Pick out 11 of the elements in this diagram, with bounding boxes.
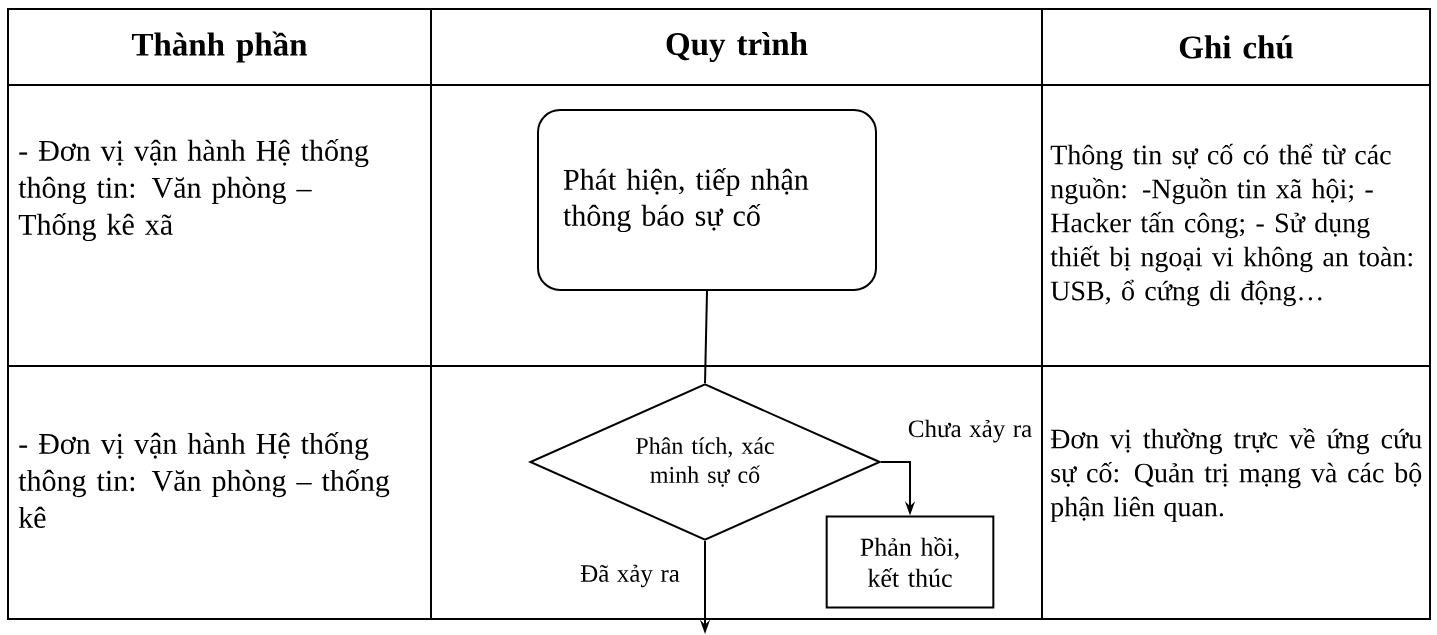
column-header: Quy trình — [666, 32, 808, 63]
edge-label: Chưa xảy ra — [905, 417, 1035, 445]
edge-label: Đã xảy ra — [578, 562, 682, 590]
table-text: - Đơn vị vận hành Hệ thống thông tin: Văn phòng – Thống kê xã — [18, 138, 369, 242]
column-header: Thành phần — [131, 31, 308, 63]
process-box: Phát hiện, tiếp nhận thông báo sự cố — [537, 109, 877, 291]
table-text: - Đơn vị vận hành Hệ thống thông tin: Văn phòng – thống kê — [18, 432, 390, 528]
table-text: Đơn vị thường trực về ứng cứu sự cố: Quản trị mạng và các bộ phận liên quan. — [1050, 427, 1422, 523]
table-text: Thông tin sự cố có thể từ các nguồn: -Nguồn tin xã hội; - Hacker tấn công; - Sử dụng thiết bị ngoại vi không an toàn: USB, ổ cứng di động… — [1050, 143, 1412, 307]
process-box: Phản hồi, kết thúc — [825, 515, 995, 609]
column-header: Ghi chú — [1179, 35, 1293, 59]
